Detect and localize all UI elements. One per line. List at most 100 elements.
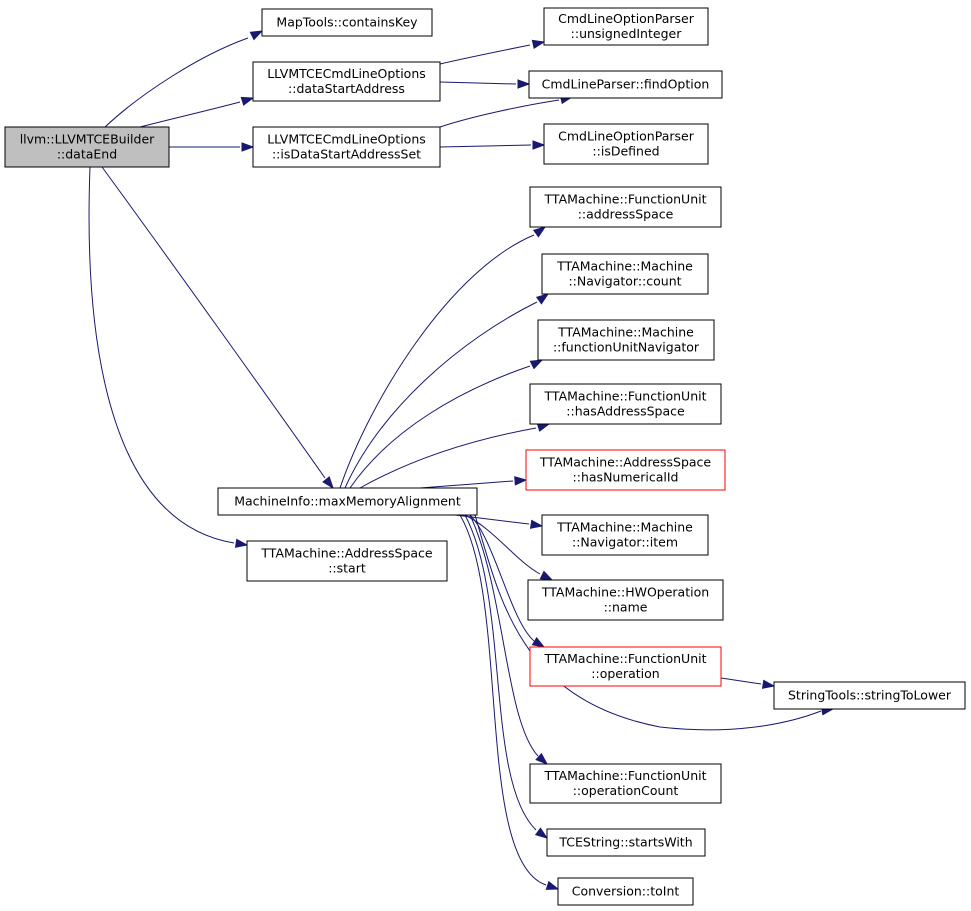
edge-mma-navCount (344, 293, 550, 489)
node-box (528, 70, 723, 99)
node-box (527, 579, 724, 621)
edge-root-asStart-arrowhead (234, 538, 249, 548)
edge-isDataStartAddressSet-isDefined-line (439, 144, 532, 148)
edge-root-dataStartAddress-line (139, 101, 241, 128)
node-label-line: TTAMachine::FunctionUnit (544, 768, 707, 783)
node-unsignedInteger[interactable]: CmdLineOptionParser::unsignedInteger (543, 7, 709, 46)
edge-dataStartAddress-unsignedInteger (439, 39, 546, 65)
node-box (4, 126, 170, 168)
node-box (261, 8, 433, 37)
node-label-line: TTAMachine::FunctionUnit (544, 651, 707, 666)
node-box (543, 123, 709, 165)
node-label-line: ::functionUnitNavigator (553, 340, 700, 355)
node-label-line: CmdLineOptionParser (558, 11, 695, 26)
node-box (541, 514, 709, 556)
edge-dataStartAddress-findOption-line (439, 81, 517, 85)
edge-root-isDataStartAddressSet (169, 142, 255, 152)
node-hasNumericalId[interactable]: TTAMachine::AddressSpace::hasNumericalId (525, 449, 726, 491)
edge-mma-fuOperation-line (469, 514, 535, 642)
node-label-line: StringTools::stringToLower (788, 688, 952, 703)
node-asStart[interactable]: TTAMachine::AddressSpace::start (246, 540, 448, 582)
node-label-line: ::operationCount (573, 783, 679, 798)
node-containsKey[interactable]: MapTools::containsKey (261, 8, 433, 37)
edge-root-asStart-line (88, 166, 235, 544)
node-navItem[interactable]: TTAMachine::Machine::Navigator::item (541, 514, 709, 556)
edge-mma-startsWith-arrowhead (534, 827, 549, 839)
node-label-line: MapTools::containsKey (276, 15, 418, 30)
edge-mma-navItem-arrowhead (529, 519, 544, 529)
edge-root-containsKey (104, 30, 264, 128)
node-label-line: LLVMTCECmdLineOptions (267, 132, 426, 147)
edge-mma-hasAddressSpace (359, 422, 551, 489)
edge-mma-navCount-arrowhead (535, 293, 550, 305)
edge-mma-fuNavigator (349, 359, 544, 489)
edge-mma-toInt-line (459, 514, 547, 886)
edge-dataStartAddress-unsignedInteger-line (439, 44, 531, 65)
edge-mma-addressSpace-arrowhead (532, 226, 547, 238)
node-label-line: TTAMachine::AddressSpace (260, 546, 433, 561)
node-toInt[interactable]: Conversion::toInt (557, 877, 694, 906)
edge-mma-fuNavigator-line (349, 365, 531, 489)
node-label-line: ::dataStartAddress (288, 81, 405, 96)
edge-root-asStart (88, 166, 249, 548)
edge-root-isDataStartAddressSet-arrowhead (241, 142, 255, 152)
edge-root-maxMemoryAlignment (101, 166, 334, 490)
node-isDefined[interactable]: CmdLineOptionParser::isDefined (543, 123, 709, 165)
node-fuOperation[interactable]: TTAMachine::FunctionUnit::operation (529, 646, 722, 687)
edge-mma-operationCount-line (469, 514, 539, 757)
edge-mma-toInt-arrowhead (545, 880, 560, 890)
node-box (546, 828, 706, 857)
node-label-line: ::dataEnd (57, 147, 117, 162)
node-box (541, 253, 709, 295)
call-edges (88, 30, 835, 890)
edge-mma-fuNavigator-arrowhead (529, 359, 544, 370)
node-label-line: ::hasAddressSpace (566, 404, 685, 419)
edge-mma-hasNumericalId (419, 476, 528, 489)
edge-mma-startsWith-line (464, 514, 537, 831)
node-label-line: CmdLineParser::findOption (542, 77, 710, 92)
node-isDataStartAddressSet[interactable]: LLVMTCECmdLineOptions::isDataStartAddres… (252, 126, 441, 168)
node-box (252, 126, 441, 168)
node-label-line: Conversion::toInt (572, 884, 680, 899)
node-root: llvm::LLVMTCEBuilder::dataEnd (4, 126, 170, 168)
edge-root-maxMemoryAlignment-line (101, 166, 326, 479)
edge-root-dataStartAddress (139, 96, 255, 128)
node-label-line: ::isDataStartAddressSet (272, 147, 421, 162)
node-label-line: TTAMachine::HWOperation (541, 585, 709, 600)
edge-mma-hasNumericalId-line (419, 480, 514, 489)
edge-root-containsKey-arrowhead (249, 30, 264, 41)
node-label-line: LLVMTCECmdLineOptions (267, 66, 426, 81)
node-stringToLower[interactable]: StringTools::stringToLower (773, 681, 966, 710)
edge-fuOperation-stringToLower (720, 677, 776, 689)
edge-mma-stringToLower-line (474, 514, 822, 731)
node-label-line: TTAMachine::FunctionUnit (544, 389, 707, 404)
node-fuNavigator[interactable]: TTAMachine::Machine::functionUnitNavigat… (537, 319, 715, 361)
node-box (557, 877, 694, 906)
node-box (543, 7, 709, 46)
edge-fuOperation-stringToLower-arrowhead (761, 679, 776, 689)
node-label-line: ::Navigator::count (568, 274, 681, 289)
node-navCount[interactable]: TTAMachine::Machine::Navigator::count (541, 253, 709, 295)
edge-mma-startsWith (464, 514, 549, 839)
node-addressSpace[interactable]: TTAMachine::FunctionUnit::addressSpace (529, 186, 722, 228)
node-box (529, 763, 722, 804)
node-operationCount[interactable]: TTAMachine::FunctionUnit::operationCount (529, 763, 722, 804)
node-label-line: TTAMachine::Machine (557, 325, 694, 340)
edge-isDataStartAddressSet-findOption (439, 94, 574, 128)
node-startsWith[interactable]: TCEString::startsWith (546, 828, 706, 857)
node-label-line: ::addressSpace (578, 207, 674, 222)
edge-root-maxMemoryAlignment-arrowhead (322, 476, 334, 490)
edge-mma-hasAddressSpace-line (359, 427, 537, 489)
edge-isDataStartAddressSet-isDefined (439, 140, 546, 150)
edge-mma-toInt (459, 514, 560, 890)
node-dataStartAddress[interactable]: LLVMTCECmdLineOptions::dataStartAddress (252, 61, 441, 102)
node-box (529, 646, 722, 687)
edge-isDataStartAddressSet-findOption-line (439, 99, 560, 128)
node-hasAddressSpace[interactable]: TTAMachine::FunctionUnit::hasAddressSpac… (529, 383, 722, 425)
node-maxMemoryAlignment[interactable]: MachineInfo::maxMemoryAlignment (217, 487, 478, 516)
node-findOption[interactable]: CmdLineParser::findOption (528, 70, 723, 99)
node-hwName[interactable]: TTAMachine::HWOperation::name (527, 579, 724, 621)
node-label-line: CmdLineOptionParser (558, 129, 695, 144)
edge-mma-addressSpace-line (339, 234, 535, 489)
